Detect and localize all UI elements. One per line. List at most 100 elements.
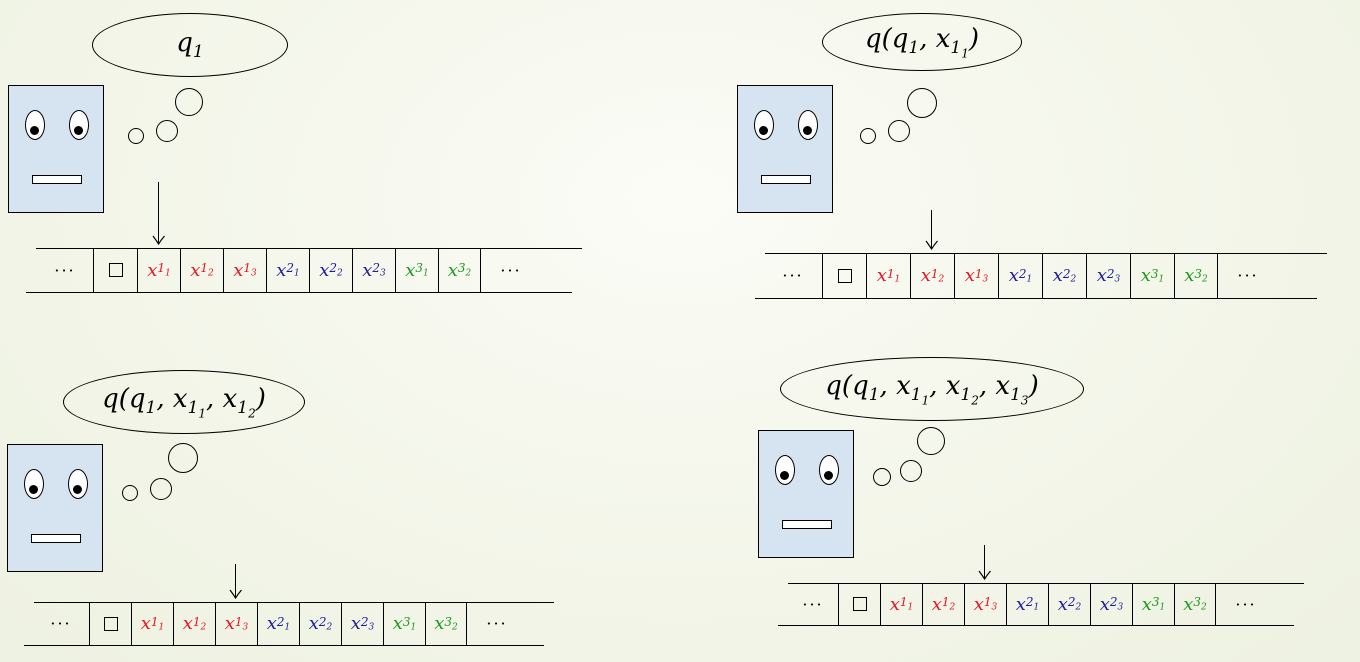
symbol-index: 21 [1025,595,1040,613]
symbol-index: 23 [1109,595,1124,613]
arrow-shaft [235,564,237,598]
symbol-base: x [147,259,158,281]
symbol-base: x [920,265,931,286]
symbol-index: 32 [1194,266,1208,285]
symbol-index: 13 [243,261,257,279]
thought-bubble: q(q1, x11) [822,13,1022,71]
symbol-base: x [1140,265,1151,286]
tape-cell-ellipsis-right: ··· [1218,253,1278,298]
symbol-index: 23 [1106,266,1121,285]
thought-dot [175,88,203,116]
symbol-index: 23 [360,614,375,633]
arrow-shaft [931,210,933,249]
symbol-base: x [1052,265,1063,286]
pupil [759,126,768,135]
symbol-base: x [1099,593,1110,615]
symbol-base: x [931,593,942,615]
arrow-head-icon [925,240,938,250]
thought-dot [150,478,172,500]
symbol-base: x [1008,265,1019,286]
symbol-index: 21 [276,614,291,633]
thought-bubble: q(q1, x11, x12) [63,370,305,434]
symbol-base: x [308,613,319,634]
thought-dot [888,120,910,142]
symbol-base: x [1015,593,1026,615]
symbol-base: x [964,265,975,286]
blank-symbol [103,616,118,631]
blank-symbol [837,268,852,283]
blank-symbol [852,597,867,611]
symbol-base: x [362,259,373,281]
tape-cell-ellipsis-left: ··· [764,253,822,298]
tape-cell-blank [838,583,880,625]
symbol-index: 13 [234,614,249,633]
tape-cell-blank [89,602,131,645]
state-subscript: 12 [237,397,256,421]
symbol-index: 32 [457,261,472,279]
symbol-index: 22 [329,261,343,279]
thought-dot [156,120,178,142]
state-text: ) [968,23,980,54]
left-eye [25,110,45,140]
symbol-index: 13 [974,266,989,285]
head-arrow [978,545,992,580]
symbol-base: x [266,613,277,634]
state-label: q(q1, x11) [865,24,979,61]
mouth [32,175,82,184]
state-text: , x [919,23,951,54]
tape-top-line [34,602,554,603]
symbol-base: x [140,613,151,634]
state-subscript: 1 [908,37,920,58]
state-text: , x [206,383,238,414]
tape-bottom-line [778,625,1294,626]
state-subscript: 1 [868,384,880,405]
symbol-index: 22 [318,614,333,633]
tape-cell-ellipsis-right: ··· [1216,583,1276,625]
symbol-base: x [1141,593,1152,615]
left-eye [754,110,774,140]
state-subscript: 13 [1010,384,1029,408]
tape-cell-blank [93,248,137,292]
symbol-base: x [1096,265,1107,286]
blank-symbol [108,263,123,277]
symbol-index: 12 [930,266,945,285]
arrow-shaft [984,545,986,579]
state-subscript: 12 [960,384,979,408]
symbol-index: 11 [886,266,901,285]
state-text: , x [929,370,961,401]
symbol-base: x [973,593,984,615]
state-subscript: 1 [192,42,204,63]
state-text: , x [978,370,1011,401]
symbol-index: 12 [200,261,214,279]
state-subscript: 11 [187,397,207,421]
head-arrow [925,210,939,250]
symbol-base: x [182,613,193,634]
robot-head [7,444,103,572]
state-text: q(q [825,370,869,401]
state-text: q [176,27,193,58]
arrow-head-icon [229,589,242,599]
symbol-index: 12 [941,595,956,613]
mouth [31,534,81,543]
symbol-index: 22 [1067,595,1082,613]
ellipsis: ··· [1237,266,1259,285]
thought-dot [128,128,144,144]
